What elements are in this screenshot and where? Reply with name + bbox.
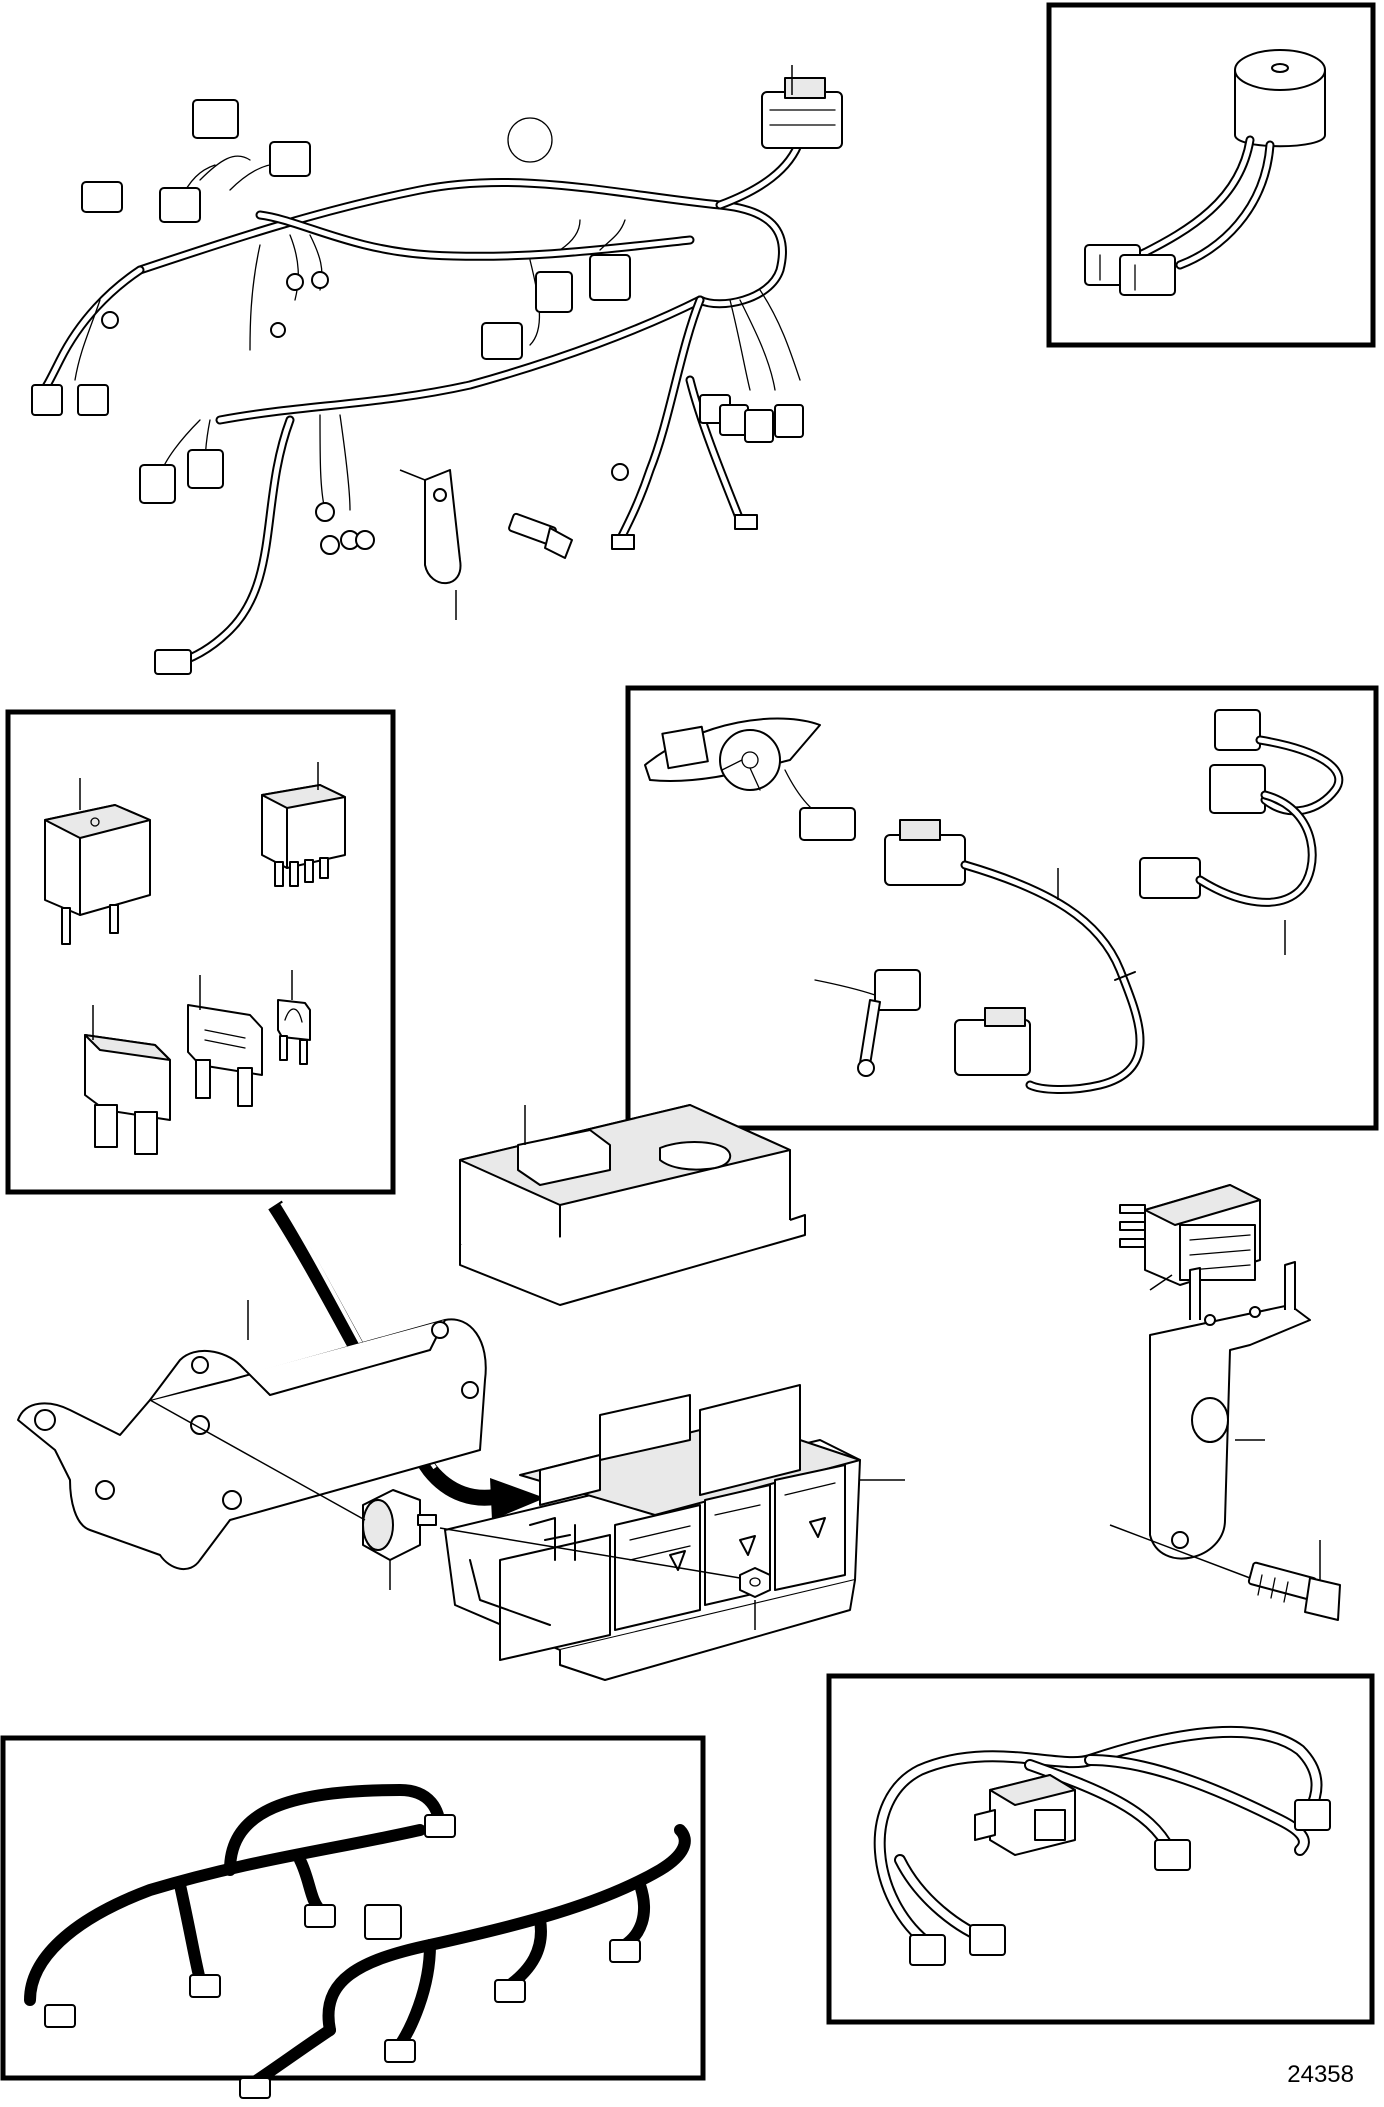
- fuse-box-bracket: [17, 1300, 487, 1570]
- relay-small: [261, 762, 346, 887]
- harness-trunk: [35, 135, 805, 670]
- fuse-mini: [277, 970, 311, 1065]
- mounting-bracket: [1149, 1261, 1311, 1560]
- relay-large: [44, 778, 151, 945]
- assembly-axis-lines: [149, 1399, 741, 1579]
- fuse-maxi: [84, 1005, 171, 1155]
- adapter-cable: [1139, 709, 1344, 955]
- injector-harness: [24, 1784, 691, 2099]
- ignition-switch-panel: [1046, 2, 1376, 348]
- sensor-harness: [873, 1725, 1331, 1966]
- fuse-and-relay-box: [444, 1384, 905, 1681]
- sensor-harness-panel: [826, 1673, 1375, 2025]
- fuse-midi: [187, 975, 263, 1107]
- harness-connectors: [31, 77, 843, 675]
- multi-pin-connector: [1119, 1184, 1261, 1291]
- position-marker: [507, 117, 553, 163]
- instrument-cable: [799, 807, 1145, 1095]
- control-lever-sensor: [814, 969, 921, 1077]
- harness-relay-module: [974, 1774, 1076, 1856]
- connector-mounting-bracket: [1109, 1184, 1341, 1621]
- cable-clip: [424, 469, 462, 585]
- mounting-bolt: [1109, 1524, 1341, 1621]
- ignition-switch: [1084, 49, 1326, 296]
- instrument-cable-panel: [625, 685, 1379, 1131]
- instrument-panel-illustration: [644, 717, 831, 821]
- rubber-mount: [362, 1489, 437, 1590]
- drawing-reference-number: 24358: [1287, 2061, 1354, 2088]
- relays-and-fuses-panel: [5, 709, 396, 1195]
- main-wiring-harness: [31, 65, 843, 675]
- injector-harness-panel: [0, 1735, 706, 2099]
- hex-nut: [739, 1567, 771, 1630]
- electronic-control-unit: [459, 1104, 806, 1306]
- clip-bolt: [508, 512, 573, 559]
